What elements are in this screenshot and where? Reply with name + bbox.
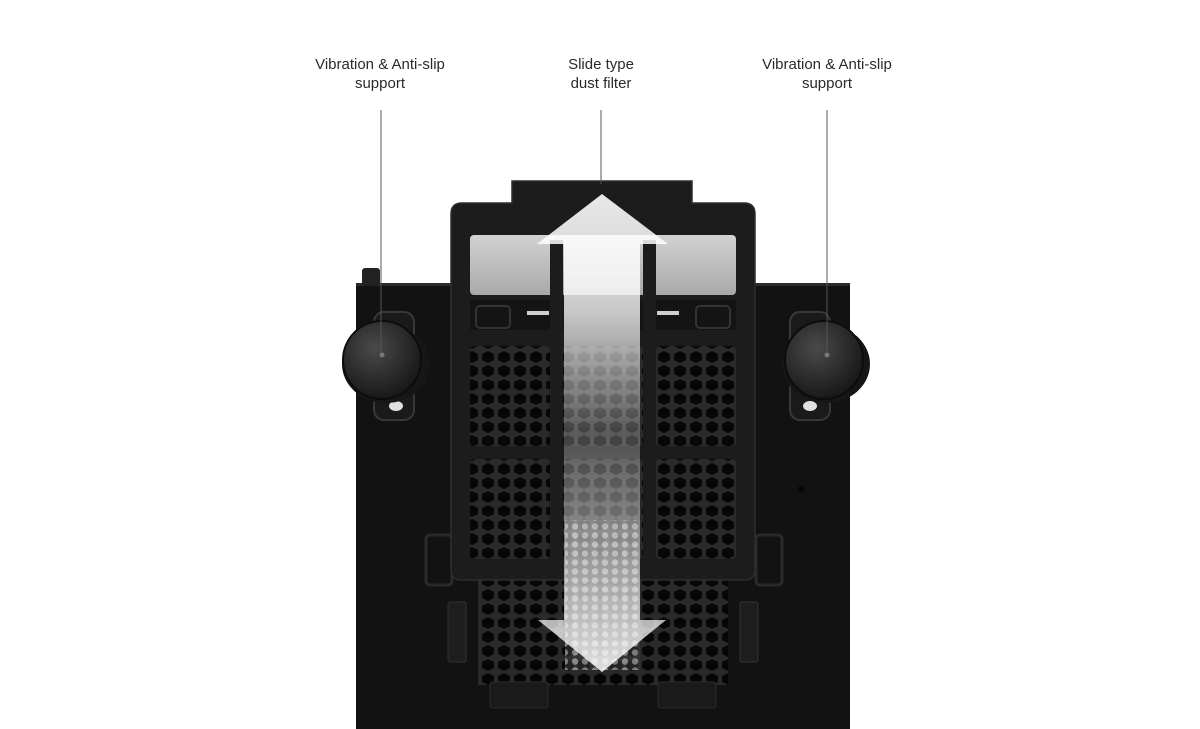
callout-label-right-foot: Vibration & Anti-slip support (727, 55, 927, 93)
slide-direction-arrow-icon (537, 194, 668, 672)
callout-right-line2: support (801, 75, 853, 92)
vibration-foot-right (782, 311, 870, 421)
callout-label-dust-filter: Slide type dust filter (501, 55, 701, 93)
callout-mid-line2: dust filter (570, 75, 632, 92)
screw-hole-icon (798, 486, 804, 492)
leader-lines (380, 110, 828, 352)
callout-label-left-foot: Vibration & Anti-slip support (280, 55, 480, 93)
callout-dot-left (379, 352, 385, 358)
callout-mid-line1: Slide type (568, 56, 634, 73)
vibration-foot-left (342, 311, 430, 421)
callout-left-line2: support (354, 75, 406, 92)
callout-dot-right (824, 352, 830, 358)
callout-right-line1: Vibration & Anti-slip (762, 56, 892, 73)
callout-left-line1: Vibration & Anti-slip (315, 56, 445, 73)
